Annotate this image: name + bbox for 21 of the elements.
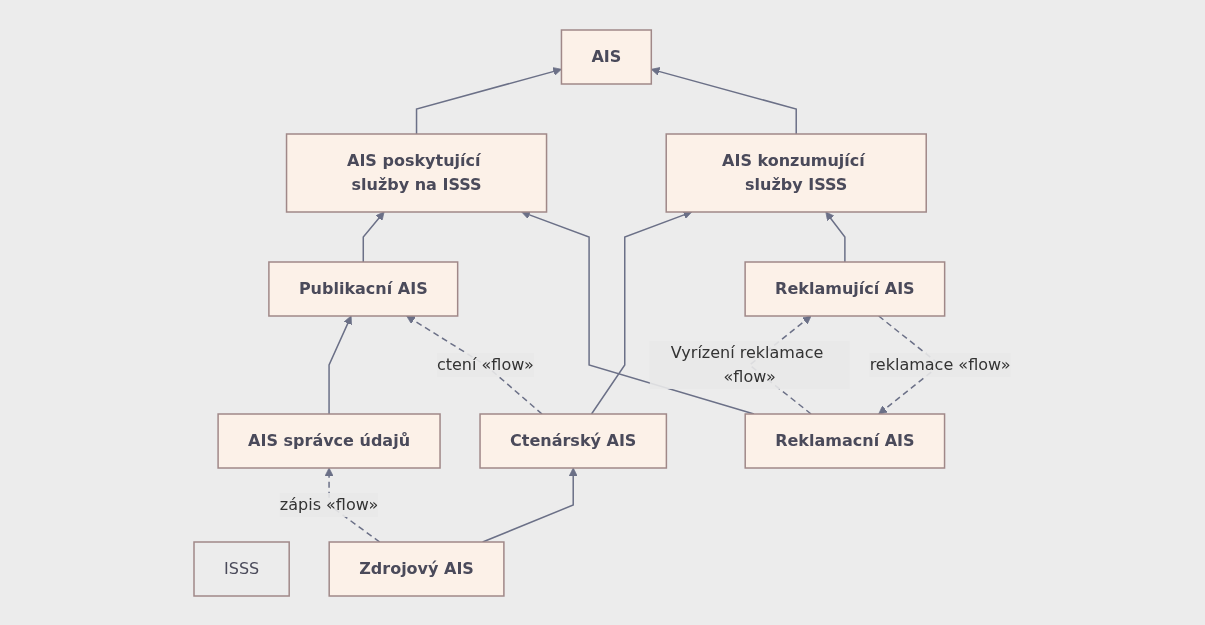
node-box: Reklamující AIS [744,260,946,317]
node-box: AIS [560,28,653,85]
arrow [591,210,693,415]
edge-label: ctení «flow» [437,354,534,374]
arrow [362,211,385,263]
node-box: Zdrojový AIS [328,540,505,597]
arrow [406,315,543,415]
node-box: Reklamacní AIS [744,412,946,469]
arrow [651,66,798,135]
node-box: ISSS [193,540,291,597]
arrow [328,315,353,415]
arrow [482,467,578,543]
edge-label: reklamace «flow» [869,354,1011,374]
node-box: AIS poskytující služby na ISSS [286,132,548,213]
node-box: AIS správce údajů [217,412,441,469]
arrow [825,211,846,263]
edge-label: Vyrízení reklamace «flow» [671,342,824,386]
node-box: Publikacní AIS [268,260,459,317]
node-box: AIS konzumující služby ISSS [665,132,928,213]
node-box: Ctenárský AIS [479,412,668,469]
edge-label: zápis «flow» [280,494,379,514]
